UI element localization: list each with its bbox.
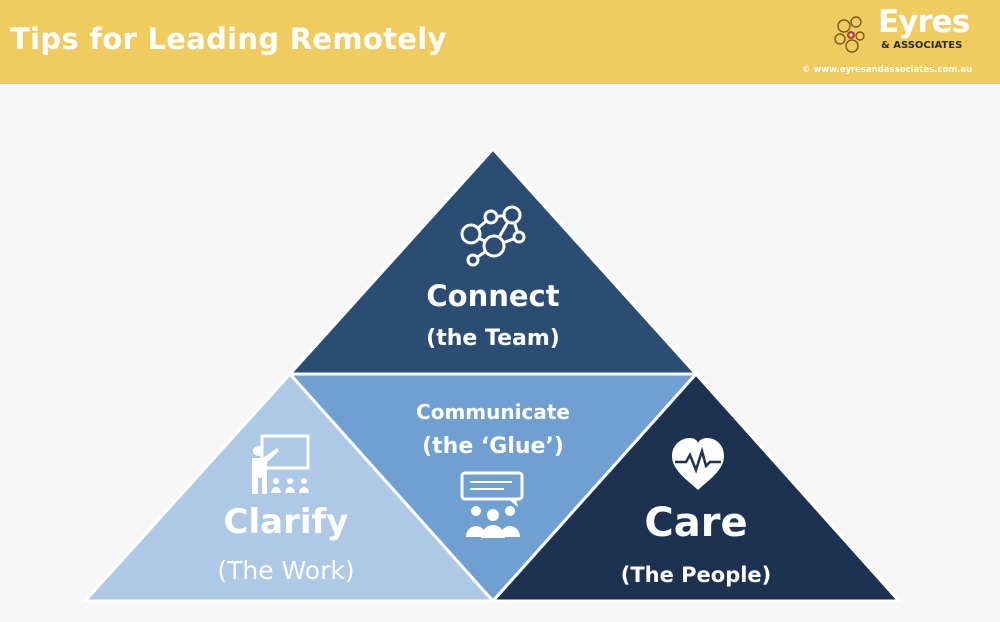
brand-logo-icon: [834, 16, 865, 53]
presentation-icon: [252, 434, 310, 494]
page-title: Tips for Leading Remotely: [10, 22, 447, 56]
clarify-title: Clarify: [223, 502, 349, 542]
connect-title: Connect: [426, 279, 560, 313]
clarify-subtitle: (The Work): [217, 556, 355, 585]
chat-team-icon: [460, 471, 524, 538]
care-subtitle: (The People): [620, 563, 772, 587]
copyright-url: © www.eyresandassociates.com.au: [802, 65, 973, 75]
network-people-icon: [460, 205, 526, 267]
communicate-subtitle: (the ‘Glue’): [422, 434, 564, 459]
brand-name: Eyres: [878, 4, 970, 40]
communicate-title: Communicate: [416, 400, 570, 424]
pyramid-diagram: [81, 146, 903, 604]
care-title: Care: [644, 500, 748, 546]
header-bar: Tips for Leading Remotely Eyres & ASSOCI…: [0, 0, 1000, 84]
brand-subtitle: & ASSOCIATES: [881, 40, 963, 51]
connect-subtitle: (the Team): [426, 326, 560, 351]
heartbeat-icon: [672, 438, 724, 490]
